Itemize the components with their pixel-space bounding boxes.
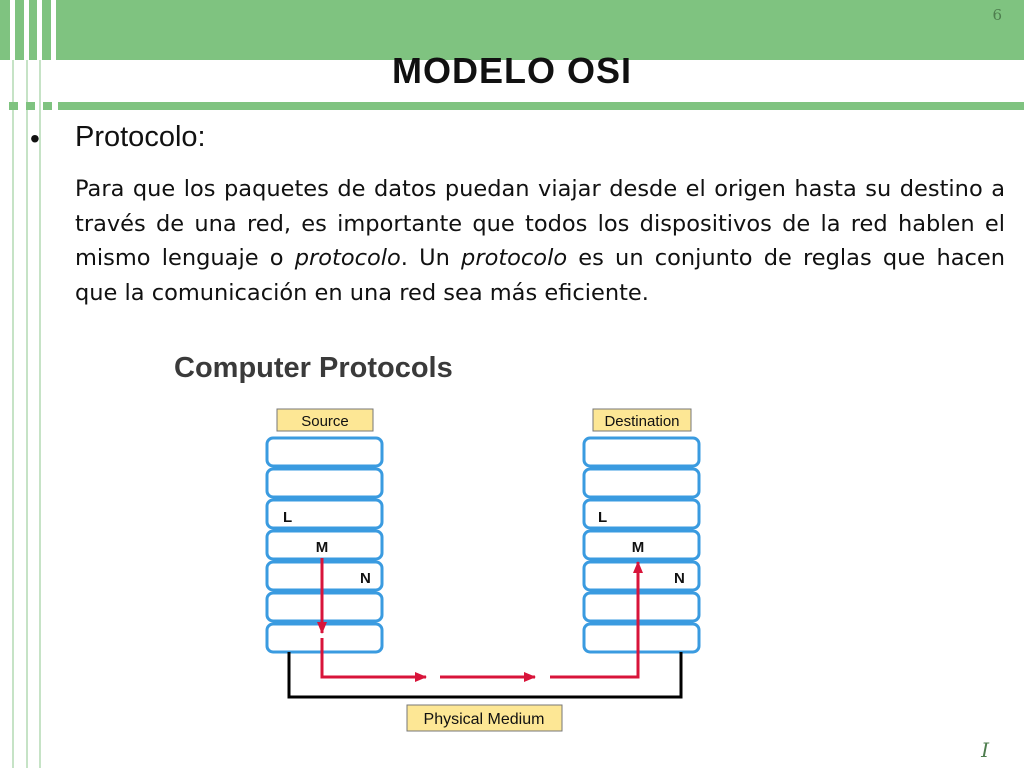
- source-layer-box: [265, 436, 384, 468]
- source-layer-stack: [265, 436, 384, 654]
- slide-title: MODELO OSI: [391, 50, 632, 91]
- destination-layer-box: [582, 529, 701, 561]
- source-label: Source: [301, 413, 349, 430]
- title-underline-bar: [58, 102, 1024, 110]
- header-stripe: [24, 0, 29, 60]
- paragraph-text: . Un: [400, 245, 462, 271]
- source-layer-n: N: [360, 570, 371, 587]
- slide-number: 6: [992, 6, 1002, 24]
- source-layer-m: M: [316, 539, 329, 556]
- paragraph-emphasis: protocolo: [294, 245, 401, 271]
- header-stripe: [37, 0, 42, 60]
- source-label-box: [276, 408, 374, 432]
- physical-medium-line: [287, 652, 683, 699]
- dash-row: [0, 102, 58, 110]
- source-layer-box: [265, 560, 384, 592]
- source-layer-box: [265, 622, 384, 654]
- destination-layer-n: N: [674, 570, 685, 587]
- header-stripe: [10, 0, 15, 60]
- arrow-path: [550, 561, 643, 679]
- computer-protocols-diagram: Computer Protocols Source L M N Destinat…: [174, 352, 701, 732]
- destination-layer-box: [582, 436, 701, 468]
- header-stripe: [51, 0, 56, 60]
- left-guide-line: [26, 60, 28, 768]
- destination-label-box: [592, 408, 692, 432]
- left-guide-line: [39, 60, 41, 768]
- destination-layer-box: [582, 591, 701, 623]
- arrow-path: [320, 638, 427, 682]
- physical-medium-label: Physical Medium: [424, 711, 545, 728]
- destination-layer-box: [582, 622, 701, 654]
- diagram-title: Computer Protocols: [174, 352, 453, 384]
- destination-layer-box: [582, 467, 701, 499]
- header-bar: [0, 0, 1024, 60]
- body-paragraph: Para que los paquetes de datos puedan vi…: [75, 172, 1005, 310]
- destination-label: Destination: [604, 413, 679, 430]
- physical-medium-label-box: [406, 704, 563, 732]
- bullet-label: Protocolo:: [75, 121, 206, 153]
- paragraph-text: Para que los paquetes de datos puedan vi…: [75, 176, 1005, 271]
- destination-layer-box: [582, 498, 701, 530]
- destination-layer-l: L: [598, 509, 607, 526]
- bullet-symbol: •: [30, 123, 40, 154]
- source-layer-l: L: [283, 509, 292, 526]
- paragraph-emphasis: protocolo: [461, 245, 568, 271]
- source-layer-box: [265, 498, 384, 530]
- source-layer-box: [265, 529, 384, 561]
- destination-layer-m: M: [632, 539, 645, 556]
- source-layer-box: [265, 467, 384, 499]
- source-layer-box: [265, 591, 384, 623]
- left-guide-line: [12, 60, 14, 768]
- corner-mark: I: [981, 738, 989, 762]
- paragraph-text: es un conjunto de reglas que hacen que l…: [75, 245, 1005, 306]
- destination-layer-stack: [582, 436, 701, 654]
